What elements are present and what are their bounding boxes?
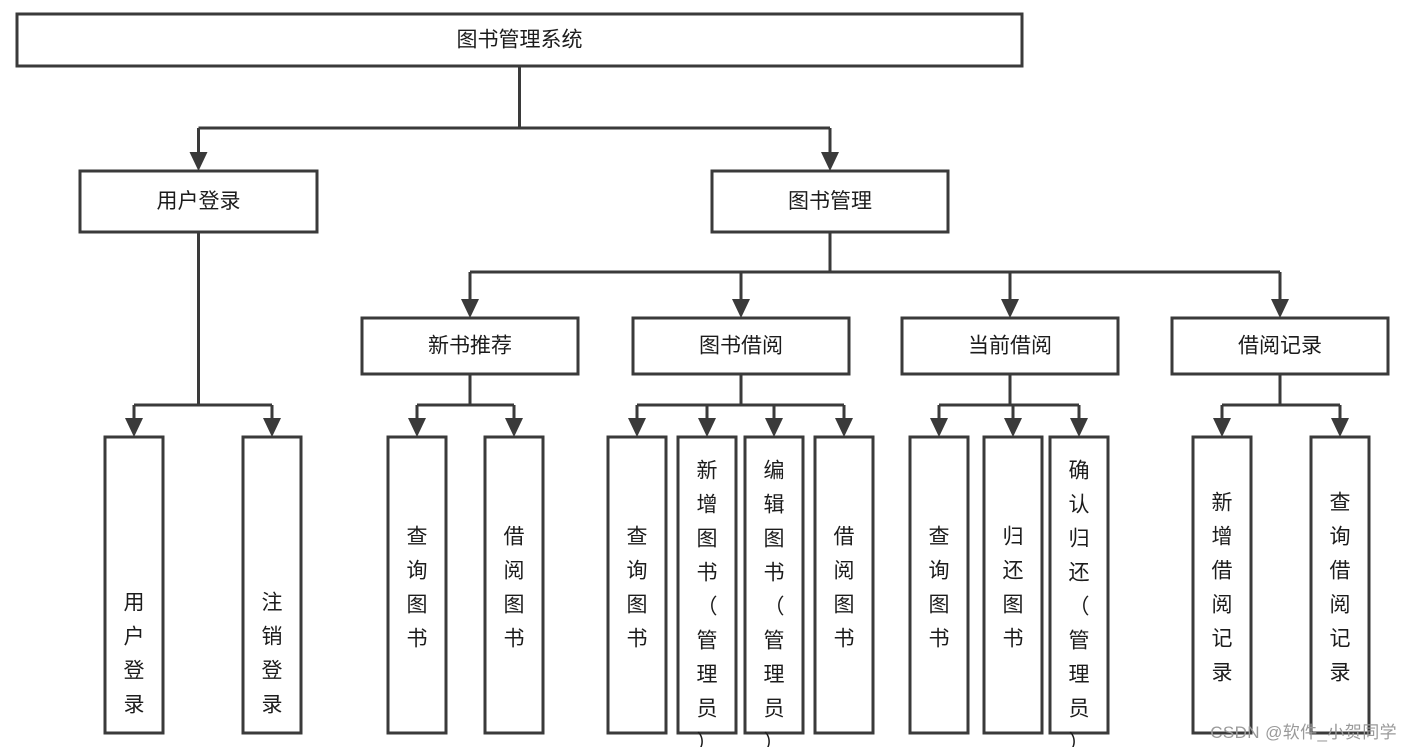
node-box-leaf-logout [241, 435, 303, 735]
node-box-root [15, 12, 1024, 68]
node-user-login[interactable]: 用户登录 [78, 169, 319, 234]
userlogin-arrow-1 [263, 418, 281, 437]
node-current-borrow[interactable]: 当前借阅 [900, 316, 1120, 376]
node-label-leaf-return-book: 归还图书 [1003, 526, 1024, 651]
node-label-leaf-add-record: 新增借阅记录 [1212, 492, 1233, 685]
node-label-new-book-recommend: 新书推荐 [428, 335, 512, 358]
node-label-leaf-query-record: 查询借阅记录 [1330, 492, 1351, 685]
borrow-record-arrow-1 [1331, 418, 1349, 437]
node-leaf-add-record[interactable]: 新增借阅记录 [1191, 435, 1253, 735]
node-label-leaf-user-login: 用户登录 [124, 592, 145, 717]
node-leaf-user-login[interactable]: 用户登录 [103, 435, 165, 735]
node-box-borrow-record [1170, 316, 1390, 376]
borrow-record-arrow-0 [1213, 418, 1231, 437]
node-box-leaf-query-book-2 [606, 435, 668, 735]
node-label-leaf-confirm-return: 确认归还（管理员） [1069, 460, 1090, 747]
node-box-leaf-add-book [676, 435, 738, 735]
node-leaf-query-book-2[interactable]: 查询图书 [606, 435, 668, 735]
node-label-book-management: 图书管理 [788, 190, 872, 213]
current-borrow-arrow-1 [1004, 418, 1022, 437]
node-box-leaf-query-record [1309, 435, 1371, 735]
new-book-recommend-arrow-0 [408, 418, 426, 437]
node-label-book-borrow: 图书借阅 [699, 335, 783, 358]
boxes-layer: 图书管理系统用户登录图书管理新书推荐图书借阅当前借阅借阅记录用户登录注销登录查询… [15, 12, 1390, 747]
csdn-watermark: CSDN @软件_小贺同学 [1210, 723, 1397, 742]
node-label-leaf-query-book-3: 查询图书 [929, 526, 950, 651]
bookmgmt-arrow-1 [732, 299, 750, 318]
node-leaf-confirm-return[interactable]: 确认归还（管理员） [1048, 435, 1110, 747]
node-box-leaf-confirm-return [1048, 435, 1110, 735]
book-borrow-arrow-0 [628, 418, 646, 437]
node-box-current-borrow [900, 316, 1120, 376]
node-leaf-return-book[interactable]: 归还图书 [982, 435, 1044, 735]
node-leaf-query-book-1[interactable]: 查询图书 [386, 435, 448, 735]
node-label-leaf-borrow-book-2: 借阅图书 [834, 526, 855, 651]
node-box-user-login [78, 169, 319, 234]
bookmgmt-arrow-3 [1271, 299, 1289, 318]
root-arrow-1 [821, 152, 839, 171]
node-label-leaf-query-book-1: 查询图书 [407, 526, 428, 651]
book-borrow-arrow-1 [698, 418, 716, 437]
node-leaf-add-book[interactable]: 新增图书（管理员） [676, 435, 738, 747]
node-box-leaf-user-login [103, 435, 165, 735]
new-book-recommend-arrow-1 [505, 418, 523, 437]
node-label-borrow-record: 借阅记录 [1238, 335, 1322, 358]
userlogin-arrow-0 [125, 418, 143, 437]
current-borrow-arrow-2 [1070, 418, 1088, 437]
current-borrow-arrow-0 [930, 418, 948, 437]
node-label-leaf-query-book-2: 查询图书 [627, 526, 648, 651]
node-label-user-login: 用户登录 [157, 190, 241, 213]
node-box-leaf-query-book-3 [908, 435, 970, 735]
node-box-leaf-return-book [982, 435, 1044, 735]
node-leaf-query-record[interactable]: 查询借阅记录 [1309, 435, 1371, 735]
node-leaf-borrow-book-2[interactable]: 借阅图书 [813, 435, 875, 735]
node-label-leaf-borrow-book-1: 借阅图书 [504, 526, 525, 651]
node-leaf-query-book-3[interactable]: 查询图书 [908, 435, 970, 735]
node-label-current-borrow: 当前借阅 [968, 335, 1052, 358]
node-label-leaf-add-book: 新增图书（管理员） [697, 460, 718, 747]
node-book-management[interactable]: 图书管理 [710, 169, 950, 234]
book-borrow-arrow-3 [835, 418, 853, 437]
connectors-layer [125, 66, 1349, 437]
node-box-book-management [710, 169, 950, 234]
node-label-leaf-logout: 注销登录 [262, 592, 283, 717]
bookmgmt-arrow-0 [461, 299, 479, 318]
node-leaf-logout[interactable]: 注销登录 [241, 435, 303, 735]
node-leaf-borrow-book-1[interactable]: 借阅图书 [483, 435, 545, 735]
node-borrow-record[interactable]: 借阅记录 [1170, 316, 1390, 376]
root-arrow-0 [189, 152, 208, 171]
book-borrow-arrow-2 [765, 418, 783, 437]
node-new-book-recommend[interactable]: 新书推荐 [360, 316, 580, 376]
node-box-new-book-recommend [360, 316, 580, 376]
bookmgmt-arrow-2 [1001, 299, 1019, 318]
node-box-leaf-edit-book [743, 435, 805, 735]
node-box-leaf-borrow-book-2 [813, 435, 875, 735]
node-box-book-borrow [631, 316, 851, 376]
node-box-leaf-borrow-book-1 [483, 435, 545, 735]
node-label-root: 图书管理系统 [457, 29, 583, 52]
node-book-borrow[interactable]: 图书借阅 [631, 316, 851, 376]
node-box-leaf-add-record [1191, 435, 1253, 735]
node-root[interactable]: 图书管理系统 [15, 12, 1024, 68]
node-label-leaf-edit-book: 编辑图书（管理员） [764, 460, 785, 747]
node-box-leaf-query-book-1 [386, 435, 448, 735]
node-leaf-edit-book[interactable]: 编辑图书（管理员） [743, 435, 805, 747]
